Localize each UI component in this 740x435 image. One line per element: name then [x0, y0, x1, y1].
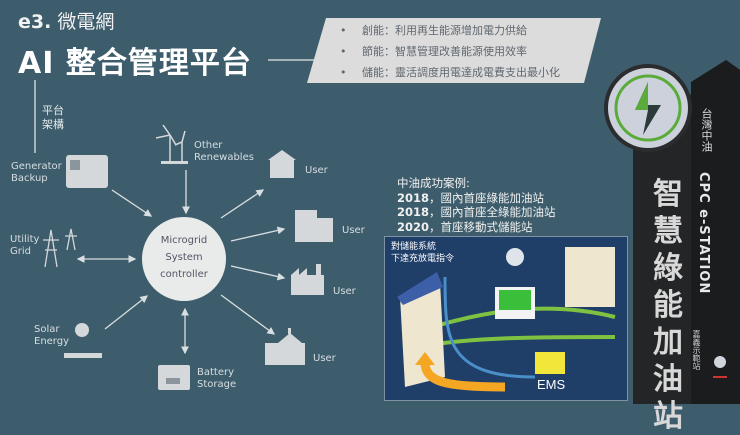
user-label: User	[333, 286, 356, 297]
benefit-item: •儲能：靈活調度用電達成電費支出最小化	[340, 66, 560, 79]
sign-brand: CPC e-STATION	[696, 172, 711, 295]
cpc-emblem-icon	[714, 356, 726, 368]
sign-location: 嘉義示範站	[692, 330, 701, 370]
diagram-graphics	[34, 18, 601, 390]
building-icon	[400, 282, 445, 387]
office-building-icon	[295, 210, 333, 242]
solar-panel-icon	[64, 353, 102, 358]
apartment-icon	[565, 247, 615, 307]
slide-title: AI 整合管理平台	[18, 46, 252, 81]
battery-icon	[158, 365, 190, 390]
sun-icon	[75, 323, 89, 337]
factory-icon	[291, 264, 324, 295]
slide-subtitle: e3. 微電網	[18, 11, 115, 33]
success-cases: 中油成功案例: 2018，國內首座綠能加油站 2018，國內首座全綠能加油站 2…	[397, 176, 556, 234]
wind-turbine-icon	[155, 124, 188, 164]
case-item: 2020，首座移動式儲能站	[397, 219, 533, 234]
controller-circle	[142, 217, 226, 301]
sign-title: 智慧綠能加油站	[653, 177, 683, 434]
house-icon	[268, 150, 296, 178]
photo-note: 對儲能系統下達充放電指令	[391, 242, 455, 264]
benefits-list: •創能：利用再生能源增加電力供給 •節能：智慧管理改善能源使用效率 •儲能：靈活…	[340, 20, 590, 83]
user-label: User	[342, 225, 365, 236]
case-item: 2018，國內首座全綠能加油站	[397, 205, 556, 219]
generator-icon	[66, 155, 108, 188]
sign-company: 台灣中油	[700, 108, 713, 152]
ems-label: EMS	[537, 377, 566, 392]
station-sign	[604, 60, 740, 404]
flow-arrows	[76, 170, 286, 355]
benefit-item: •創能：利用再生能源增加電力供給	[340, 24, 527, 37]
user-label: User	[313, 353, 336, 364]
utility-tower-icon	[43, 228, 77, 268]
architecture-label: 平台架構	[42, 104, 64, 131]
user-label: User	[305, 165, 328, 176]
benefit-item: •節能：智慧管理改善能源使用效率	[340, 45, 527, 58]
case-item: 2018，國內首座綠能加油站	[397, 190, 545, 205]
church-icon	[265, 328, 305, 365]
ems-unit-icon	[535, 352, 565, 374]
benefits-panel	[307, 18, 601, 83]
green-station-illustration: EMS 對儲能系統下達充放電指令	[384, 236, 628, 401]
